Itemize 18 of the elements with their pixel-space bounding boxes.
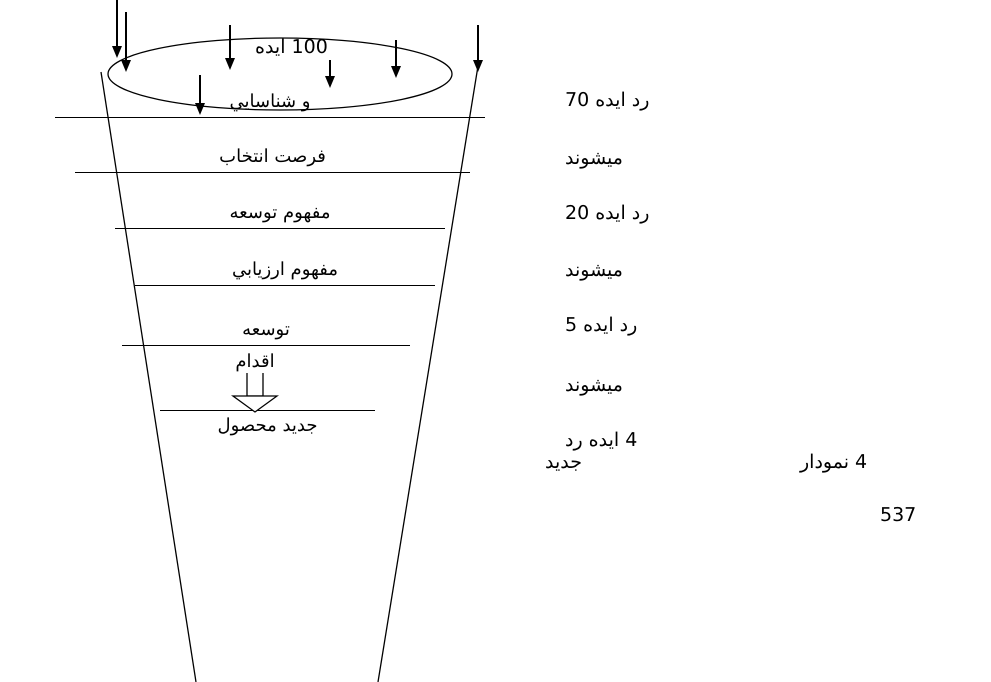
stage-label: مفهوم توسعه bbox=[115, 201, 445, 229]
note-text: رد ایده 20 bbox=[565, 201, 650, 225]
note-text: 537 bbox=[880, 503, 916, 527]
funnel-label: 100 ایده bbox=[255, 36, 328, 58]
stage-label: مفهوم ارزيابي bbox=[135, 258, 435, 286]
block-arrow bbox=[232, 372, 278, 413]
note-text: ميشوند bbox=[565, 373, 623, 397]
stage-label: توسعه bbox=[122, 318, 410, 346]
stage-label: فرصت انتخاب bbox=[75, 145, 470, 173]
stage-label: جديد محصول bbox=[160, 410, 375, 440]
stage-label: اقدام bbox=[225, 350, 285, 374]
note-text: رد ایده 5 bbox=[565, 313, 638, 337]
note-text: رد ایده 70 bbox=[565, 88, 650, 112]
note-text: ميشوند bbox=[565, 258, 623, 282]
note-text: 4 ایده رد bbox=[565, 428, 638, 452]
note-text: جديد bbox=[545, 451, 582, 474]
note-text: ميشوند bbox=[565, 146, 623, 170]
note-text: 4 نمودار bbox=[800, 450, 868, 474]
